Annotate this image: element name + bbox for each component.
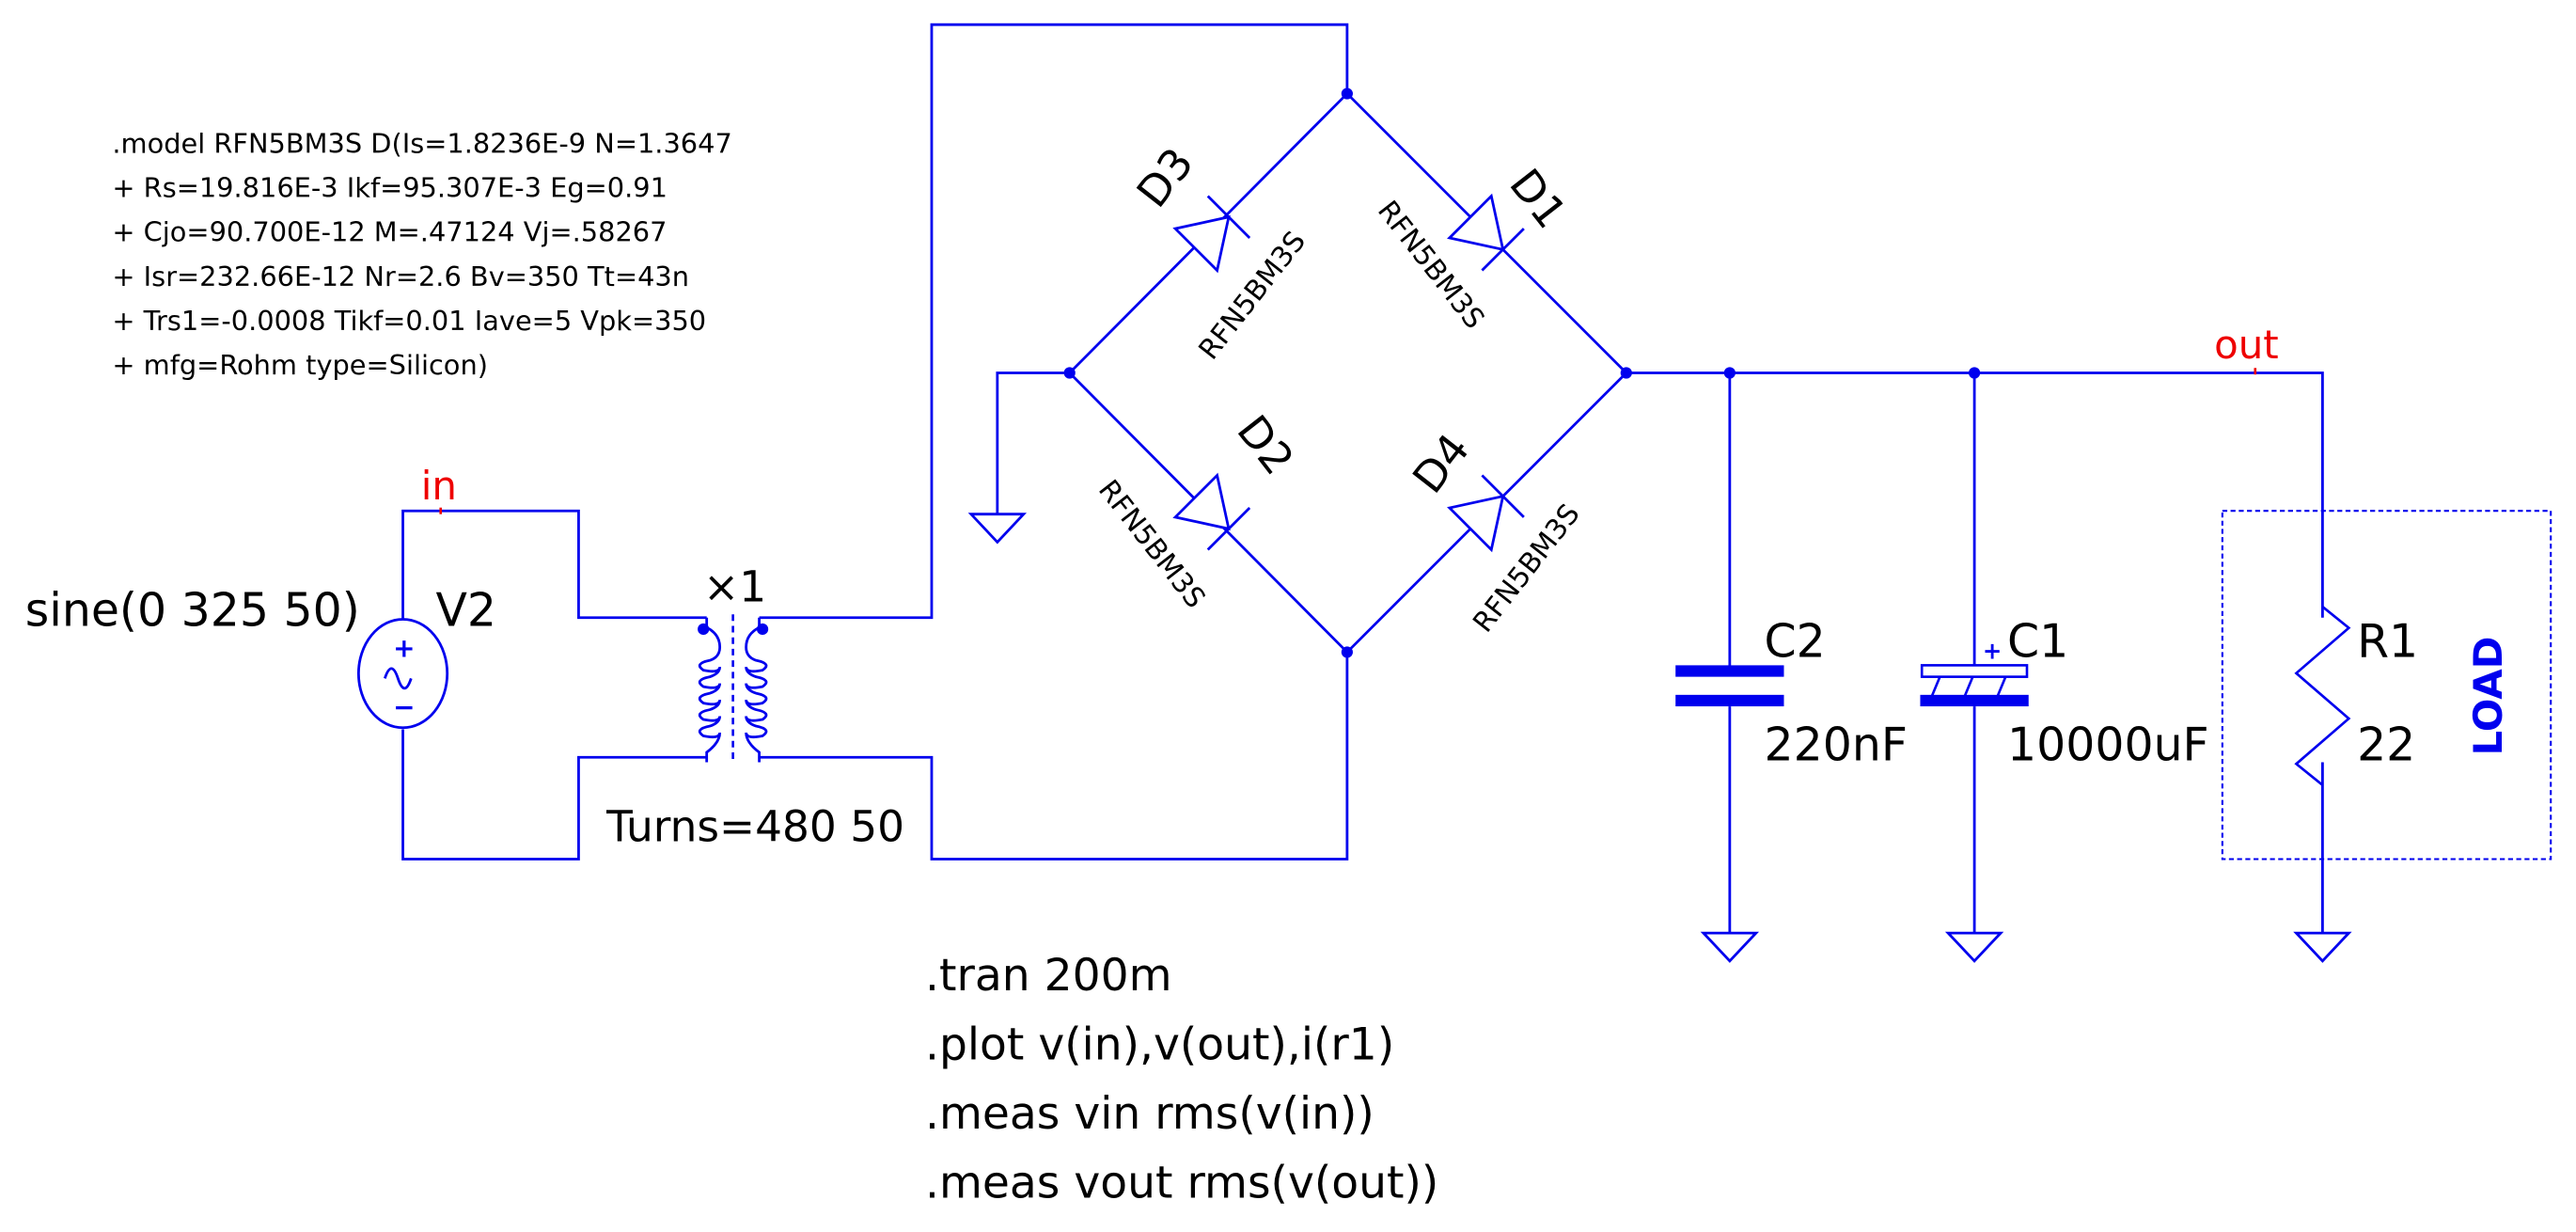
diode-name: D3 — [1127, 138, 1203, 216]
ground-icon[interactable] — [1700, 931, 1760, 963]
wires — [401, 23, 2324, 934]
source-value[interactable]: sine(0 325 50) — [25, 583, 360, 637]
spice-model-block[interactable]: .model RFN5BM3S D(Is=1.8236E-9 N=1.3647 … — [112, 127, 731, 381]
voltage-source-v2[interactable]: + − sine(0 325 50) V2 — [25, 583, 496, 730]
capacitor-c2[interactable]: C2 220nF — [1675, 615, 1908, 772]
model-line: + Isr=232.66E-12 Nr=2.6 Bv=350 Tt=43n — [112, 261, 689, 292]
junctions — [1063, 87, 1981, 658]
load-label: LOAD — [2465, 637, 2511, 756]
diode-d2[interactable]: D2 RFN5BM3S — [1092, 406, 1303, 615]
diode-icon — [1447, 474, 1525, 553]
ground-icon[interactable] — [1944, 931, 2004, 963]
directive-tran[interactable]: .tran 200m — [925, 950, 1172, 1002]
resistor-name: R1 — [2357, 615, 2418, 669]
junction-dot — [1063, 367, 1076, 379]
net-label-in[interactable]: in — [421, 463, 457, 509]
directive-meas-vout[interactable]: .meas vout rms(v(out)) — [925, 1157, 1438, 1208]
wire[interactable] — [401, 729, 707, 861]
transformer-turns[interactable]: Turns=480 50 — [605, 801, 904, 851]
directive-meas-vin[interactable]: .meas vin rms(v(in)) — [925, 1088, 1374, 1140]
model-line: + Trs1=-0.0008 Tikf=0.01 Iave=5 Vpk=350 — [112, 305, 706, 337]
plus-sign: + — [393, 633, 415, 664]
resistor-icon — [2294, 606, 2351, 786]
diode-icon — [1172, 472, 1251, 551]
capacitor-name: C2 — [1765, 615, 1826, 669]
resistor-value[interactable]: 22 — [2357, 719, 2415, 772]
transformer-x1[interactable]: ×1 Turns=480 50 — [605, 561, 904, 851]
capacitor-name: C1 — [2007, 615, 2068, 669]
source-name[interactable]: V2 — [435, 583, 496, 637]
polarized-capacitor-icon — [1920, 664, 2029, 707]
capacitor-c1[interactable]: + C1 10000uF — [1920, 615, 2209, 772]
model-line: + Cjo=90.700E-12 M=.47124 Vj=.58267 — [112, 216, 667, 248]
capacitor-icon — [1675, 665, 1784, 707]
transformer-name[interactable]: ×1 — [703, 561, 766, 611]
wire[interactable] — [759, 652, 1349, 861]
diode-name: D1 — [1500, 160, 1576, 238]
junction-dot — [1341, 87, 1353, 100]
directive-plot[interactable]: .plot v(in),v(out),i(r1) — [925, 1019, 1394, 1071]
polarity-plus: + — [1983, 637, 2002, 664]
diode-name: D2 — [1227, 406, 1303, 484]
wire[interactable] — [401, 509, 707, 620]
junction-dot — [1341, 646, 1353, 658]
junction-dot — [1620, 367, 1632, 379]
diode-icon — [1172, 195, 1251, 274]
diode-d1[interactable]: D1 RFN5BM3S — [1371, 160, 1576, 336]
grounds — [967, 513, 2352, 963]
sine-wave-icon — [384, 667, 413, 690]
diode-model: RFN5BM3S — [1092, 474, 1212, 615]
wire[interactable] — [1626, 371, 2324, 618]
junction-dot — [1968, 367, 1981, 379]
diode-icon — [1447, 193, 1525, 272]
minus-sign: − — [393, 692, 415, 723]
ac-voltage-source-icon — [356, 618, 449, 730]
diode-d4[interactable]: D4 RFN5BM3S — [1403, 424, 1586, 639]
capacitor-value[interactable]: 220nF — [1765, 719, 1908, 772]
model-line: .model RFN5BM3S D(Is=1.8236E-9 N=1.3647 — [112, 127, 731, 159]
resistor-r1[interactable]: R1 22 — [2294, 606, 2418, 786]
junction-dot — [1723, 367, 1736, 379]
load-box-outline — [2221, 510, 2552, 861]
model-line: + mfg=Rohm type=Silicon) — [112, 349, 488, 381]
load-box[interactable]: LOAD — [2221, 510, 2552, 861]
wire[interactable] — [759, 23, 1349, 620]
transformer-icon — [698, 614, 769, 763]
ground-icon[interactable] — [2293, 931, 2352, 963]
ground-icon[interactable] — [967, 513, 1028, 545]
model-line: + Rs=19.816E-3 Ikf=95.307E-3 Eg=0.91 — [112, 172, 668, 204]
capacitor-value[interactable]: 10000uF — [2007, 719, 2209, 772]
diode-name: D4 — [1403, 424, 1479, 502]
spice-directives[interactable]: .tran 200m .plot v(in),v(out),i(r1) .mea… — [925, 950, 1438, 1208]
net-label-out[interactable]: out — [2214, 322, 2279, 368]
wire[interactable] — [996, 371, 1070, 514]
diode-d3[interactable]: D3 RFN5BM3S — [1127, 138, 1312, 366]
